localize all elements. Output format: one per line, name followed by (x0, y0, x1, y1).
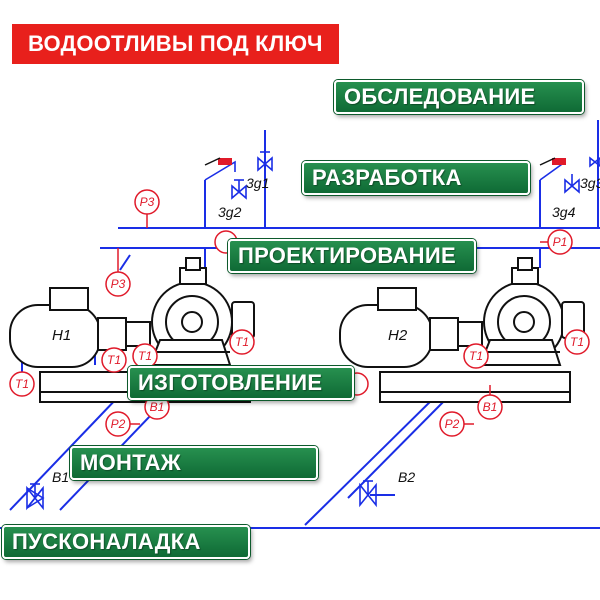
stage-design: ПРОЕКТИРОВАНИЕ (228, 239, 476, 273)
valve-label-b2: B2 (398, 469, 415, 485)
tag-b1-a: B1 (150, 400, 165, 414)
pipework (0, 120, 600, 529)
tag-b1-b: B1 (483, 400, 498, 414)
pump-label-h2: H2 (388, 327, 408, 344)
tag-circle-t1-d (229, 329, 255, 355)
valve-label-3g2: 3g2 (218, 204, 242, 220)
tag-t1-f: T1 (570, 335, 584, 349)
valve-label-3g3: 3g3 (580, 175, 600, 191)
tag-t1-d: T1 (235, 335, 249, 349)
tag-circle-t1-f (564, 329, 590, 355)
valve-label-3g4: 3g4 (552, 204, 576, 220)
stage-development: РАЗРАБОТКА (302, 161, 530, 195)
tag-p1: P1 (553, 235, 568, 249)
tag-circle-t1-b (101, 347, 127, 373)
valve-label-b1: B1 (52, 469, 69, 485)
tag-t1-b: T1 (107, 353, 121, 367)
tag-circle-t1-a (9, 371, 35, 397)
tag-circle-t1-e (463, 343, 489, 369)
tag-p2-a: P2 (111, 417, 126, 431)
tag-p3-top: P3 (140, 195, 155, 209)
valves (26, 151, 600, 511)
pump-unit-2 (339, 257, 585, 403)
tag-p3-left: P3 (111, 277, 126, 291)
stage-manufacturing: ИЗГОТОВЛЕНИЕ (128, 366, 354, 400)
page-title: ВОДООТЛИВЫ ПОД КЛЮЧ (12, 24, 339, 64)
stage-commissioning: ПУСКОНАЛАДКА (2, 525, 250, 559)
tag-p2-b: P2 (445, 417, 460, 431)
tag-t1-a: T1 (15, 377, 29, 391)
pump-label-h1: H1 (52, 327, 71, 344)
stage-installation: МОНТАЖ (70, 446, 318, 480)
check-valve-marker (218, 158, 232, 165)
tag-t1-e: T1 (469, 349, 483, 363)
tag-t1-c: T1 (138, 349, 152, 363)
valve-label-3g1: 3g1 (246, 175, 269, 191)
check-valve-marker (552, 158, 566, 165)
stage-survey: ОБСЛЕДОВАНИЕ (334, 80, 584, 114)
